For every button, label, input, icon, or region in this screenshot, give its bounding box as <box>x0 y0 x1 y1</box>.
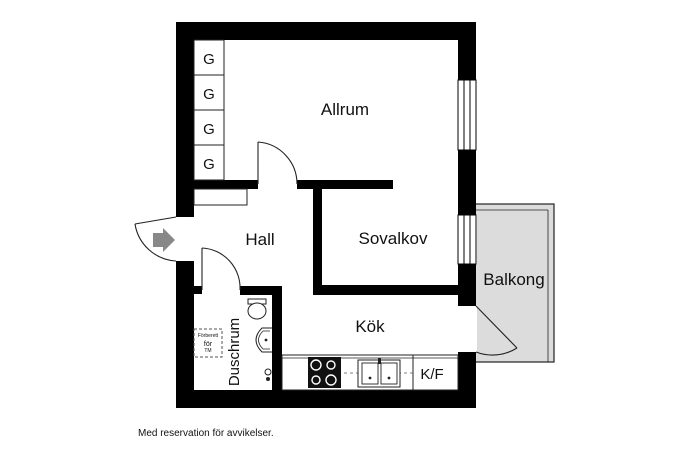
washer-prep-line1: Förberett <box>198 333 219 339</box>
closet-column: G G G G <box>193 39 225 181</box>
shower-mixer-icon <box>264 368 272 381</box>
room-label-kok: Kök <box>355 317 385 336</box>
washer-prep-box <box>193 328 223 358</box>
hall-shelf <box>193 188 248 206</box>
disclaimer-text: Med reservation för avvikelser. <box>138 428 274 439</box>
toilet <box>247 298 267 320</box>
closet-label: G <box>203 156 215 173</box>
room-label-allrum: Allrum <box>321 100 369 119</box>
closet-label: G <box>203 121 215 138</box>
washer-prep-line2: för <box>204 341 213 348</box>
closet-label: G <box>203 86 215 103</box>
closet-label: G <box>203 51 215 68</box>
kf-label: K/F <box>420 366 443 383</box>
window-allrum <box>457 79 477 151</box>
balcony-area <box>473 203 555 363</box>
outer-walls <box>175 22 477 408</box>
washbasin <box>255 327 272 353</box>
stove <box>308 357 341 388</box>
door-entrance <box>134 216 177 262</box>
door-duschrum <box>201 247 241 291</box>
door-balkong <box>475 305 518 356</box>
room-label-balkong: Balkong <box>483 270 544 289</box>
entrance-arrow-icon <box>153 228 175 252</box>
room-label-hall: Hall <box>245 230 274 249</box>
sink <box>357 358 401 388</box>
room-label-sovalkov: Sovalkov <box>359 229 428 248</box>
interior-walls <box>194 180 458 390</box>
room-label-duschrum: Duschrum <box>226 318 243 386</box>
door-allrum <box>257 141 298 185</box>
window-sovalkov <box>457 214 477 265</box>
washer-prep-line3: TM <box>204 348 211 354</box>
